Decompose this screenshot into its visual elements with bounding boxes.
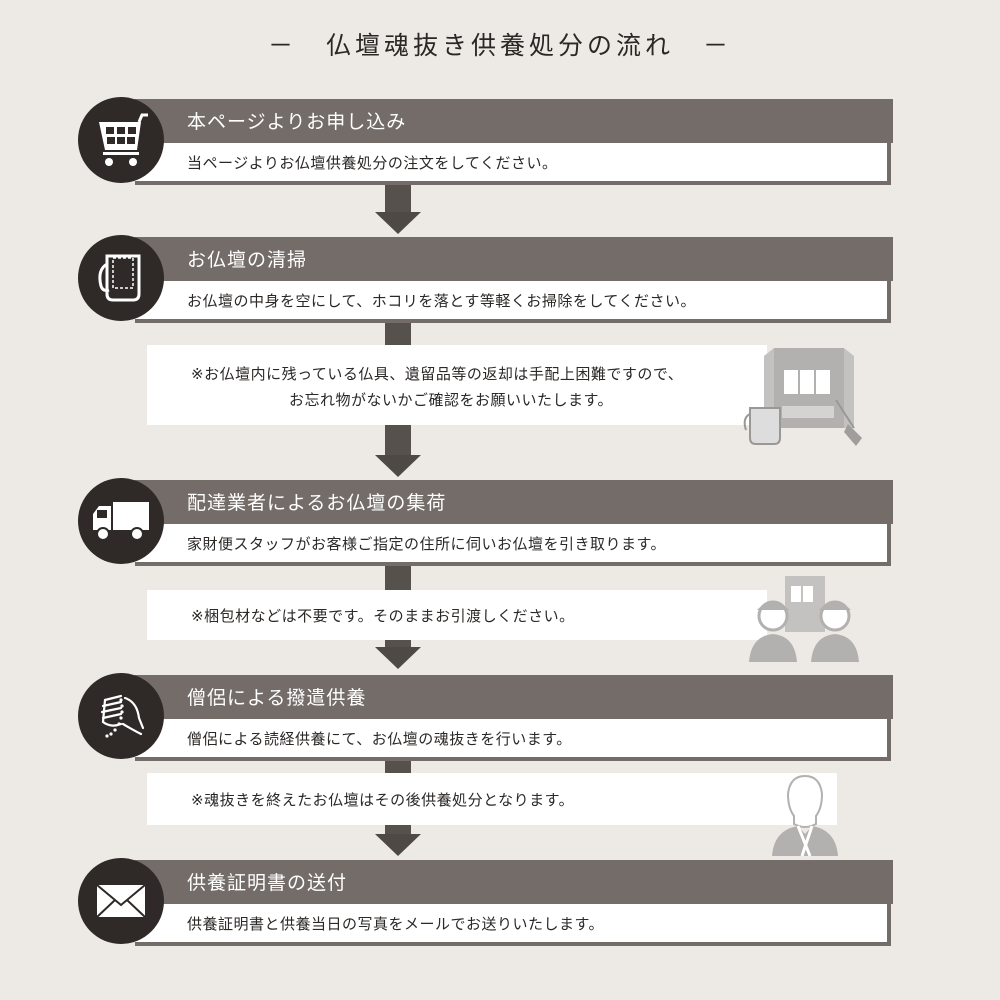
page-title: － 仏壇魂抜き供養処分の流れ － (267, 31, 732, 60)
delivery-staff-illustration (749, 576, 859, 662)
step-heading: お仏壇の清掃 (187, 249, 308, 271)
note-box-disposal: ※魂抜きを終えたお仏壇はその後供養処分となります。 (147, 773, 837, 825)
note-box-no-packing: ※梱包材などは不要です。そのままお引渡しください。 (147, 590, 767, 640)
delivery-truck-icon (93, 502, 149, 541)
flow-step-cleaning: お仏壇の清掃 お仏壇の中身を空にして、ホコリを落とす等軽くお掃除をしてください。 (78, 235, 894, 323)
step-icon-circle (78, 97, 164, 183)
flow-step-pickup: 配達業者によるお仏壇の集荷 家財便スタッフがお客様ご指定の住所に伺いお仏壇を引き… (78, 478, 894, 566)
step-body: お仏壇の中身を空にして、ホコリを落とす等軽くお掃除をしてください。 (135, 281, 891, 323)
shopping-cart-icon (99, 113, 148, 166)
step-header: 供養証明書の送付 (135, 860, 893, 904)
flow-step-certificate: 供養証明書の送付 供養証明書と供養当日の写真をメールでお送りいたします。 (78, 858, 894, 946)
step-header: 配達業者によるお仏壇の集荷 (135, 480, 893, 524)
step-body: 家財便スタッフがお客様ご指定の住所に伺いお仏壇を引き取ります。 (135, 524, 891, 566)
step-heading: 本ページよりお申し込み (187, 111, 407, 133)
step-body: 供養証明書と供養当日の写真をメールでお送りいたします。 (135, 904, 891, 946)
flow-step-order: 本ページよりお申し込み 当ページよりお仏壇供養処分の注文をしてください。 (78, 97, 894, 185)
step-description: 当ページよりお仏壇供養処分の注文をしてください。 (187, 154, 558, 172)
step-description: お仏壇の中身を空にして、ホコリを落とす等軽くお掃除をしてください。 (187, 292, 696, 310)
step-body: 僧侶による読経供養にて、お仏壇の魂抜きを行います。 (135, 719, 891, 761)
down-arrow-icon (375, 834, 421, 856)
flow-connector (385, 183, 411, 213)
step-icon-circle (78, 235, 164, 321)
step-description: 僧侶による読経供養にて、お仏壇の魂抜きを行います。 (187, 730, 572, 748)
step-header: お仏壇の清掃 (135, 237, 893, 281)
down-arrow-icon (375, 212, 421, 234)
step-heading: 僧侶による撥遣供養 (187, 687, 367, 709)
step-heading: 配達業者によるお仏壇の集荷 (187, 492, 447, 514)
step-description: 供養証明書と供養当日の写真をメールでお送りいたします。 (187, 915, 605, 933)
envelope-icon (96, 884, 146, 918)
altar-cleaning-illustration (743, 348, 862, 446)
down-arrow-icon (375, 455, 421, 477)
step-icon-circle (78, 673, 164, 759)
step-icon-circle (78, 858, 164, 944)
note-text: ※魂抜きを終えたお仏壇はその後供養処分となります。 (191, 791, 575, 809)
step-header: 僧侶による撥遣供養 (135, 675, 893, 719)
note-text: ※お仏壇内に残っている仏具、遺留品等の返却は手配上困難ですので、 (191, 365, 684, 383)
step-icon-circle (78, 478, 164, 564)
praying-hands-icon (100, 694, 145, 738)
note-text: お忘れ物がないかご確認をお願いいたします。 (289, 391, 614, 409)
note-text: ※梱包材などは不要です。そのままお引渡しください。 (191, 607, 575, 625)
note-box-leftover-items: ※お仏壇内に残っている仏具、遺留品等の返却は手配上困難ですので、 お忘れ物がない… (147, 345, 767, 425)
flow-step-memorial-service: 僧侶による撥遣供養 僧侶による読経供養にて、お仏壇の魂抜きを行います。 (78, 673, 894, 761)
monk-illustration (772, 774, 838, 857)
step-description: 家財便スタッフがお客様ご指定の住所に伺いお仏壇を引き取ります。 (187, 535, 667, 553)
down-arrow-icon (375, 647, 421, 669)
step-header: 本ページよりお申し込み (135, 99, 893, 143)
step-body: 当ページよりお仏壇供養処分の注文をしてください。 (135, 143, 891, 185)
bucket-cleaning-icon (98, 254, 141, 302)
step-heading: 供養証明書の送付 (187, 872, 348, 894)
